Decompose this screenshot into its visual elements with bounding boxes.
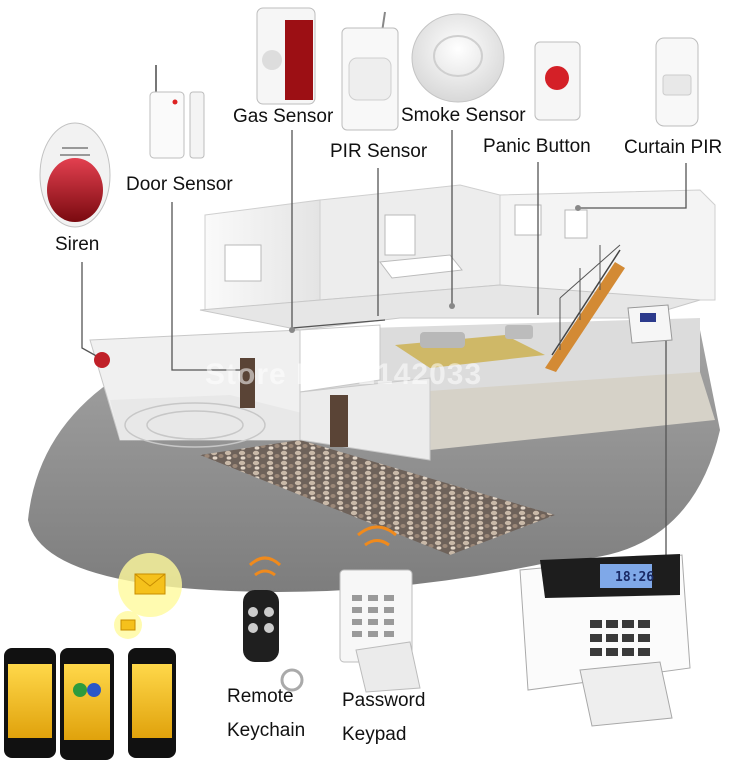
curtain-pir-device bbox=[655, 37, 699, 127]
label-door-sensor: Door Sensor bbox=[126, 174, 233, 195]
label-siren: Siren bbox=[55, 234, 100, 255]
gas-sensor-device bbox=[256, 7, 316, 105]
door-sensor-device bbox=[149, 65, 205, 159]
label-smoke-sensor: Smoke Sensor bbox=[401, 105, 526, 126]
label-password-keypad-line1: Password bbox=[342, 690, 426, 711]
house-cutaway bbox=[89, 184, 716, 461]
label-password-keypad: Password Keypad bbox=[342, 684, 425, 752]
alarm-control-panel bbox=[519, 554, 691, 727]
label-pir-sensor: PIR Sensor bbox=[330, 141, 428, 162]
staircase bbox=[545, 244, 625, 372]
smoke-sensor-device bbox=[411, 13, 505, 103]
sms-envelope-icons bbox=[114, 553, 182, 639]
siren-device bbox=[39, 122, 111, 228]
pir-sensor-device bbox=[341, 11, 399, 131]
password-keypad-device bbox=[339, 525, 421, 693]
smartphones bbox=[4, 648, 176, 760]
label-curtain-pir: Curtain PIR bbox=[624, 137, 723, 158]
label-remote-keychain-line2: Keychain bbox=[227, 720, 306, 741]
label-gas-sensor: Gas Sensor bbox=[233, 106, 334, 127]
label-remote-keychain-line1: Remote bbox=[227, 686, 294, 707]
scene-alarm-panel bbox=[627, 304, 673, 344]
gravel-path bbox=[200, 440, 555, 555]
panic-button-device bbox=[534, 41, 581, 121]
watermark-text: Store No: 2142033 bbox=[205, 358, 483, 391]
label-password-keypad-line2: Keypad bbox=[342, 724, 407, 745]
label-remote-keychain: Remote Keychain bbox=[227, 680, 305, 748]
remote-keychain-device bbox=[243, 556, 304, 692]
label-panic-button: Panic Button bbox=[483, 136, 591, 157]
scene-sensor-dots bbox=[94, 205, 581, 368]
panel-display-readout: 18:26 bbox=[615, 570, 655, 585]
